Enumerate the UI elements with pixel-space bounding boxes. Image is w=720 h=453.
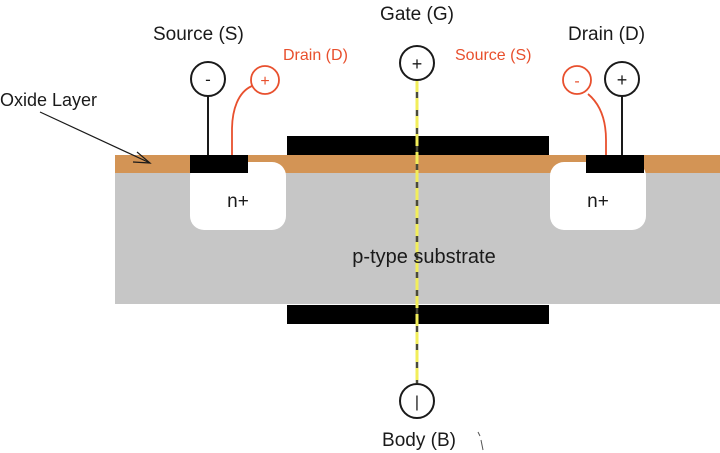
n-plus-region-left [190,162,286,230]
drain-left-alt-terminal [250,65,280,95]
n-plus-region-right [550,162,646,230]
body-terminal [399,383,435,419]
body-sign: | [415,394,419,411]
body-label: Body (B) [382,430,456,451]
body-label-tick [477,431,484,451]
source-left-label: Source (S) [153,24,244,45]
source-left-terminal [190,61,226,97]
gate-terminal [399,45,435,81]
source-contact-left [190,155,248,173]
source-right-alt-terminal [562,65,592,95]
source-right-alt-sign: - [574,73,579,90]
oxide-layer-label: Oxide Layer [0,90,97,110]
source-left-sign: - [205,70,211,89]
drain-left-alt-label: Drain (D) [283,47,348,64]
drain-right-terminal [604,61,640,97]
n-plus-left-label: n+ [227,191,249,212]
n-plus-right-label: n+ [587,191,609,212]
drain-left-alt-wire [231,85,253,155]
drain-right-sign: + [617,70,628,90]
drain-contact-right [586,155,644,173]
oxide-layer-arrow-shaft [39,111,151,164]
substrate-label: p-type substrate [352,246,495,268]
oxide-layer-arrow-head [132,151,152,164]
drain-right-label: Drain (D) [568,24,645,45]
source-right-alt-wire [587,93,607,155]
gate-sign: + [412,54,423,74]
gate-label: Gate (G) [380,4,454,25]
drain-left-alt-sign: + [260,73,269,90]
source-right-alt-label: Source (S) [455,47,531,64]
